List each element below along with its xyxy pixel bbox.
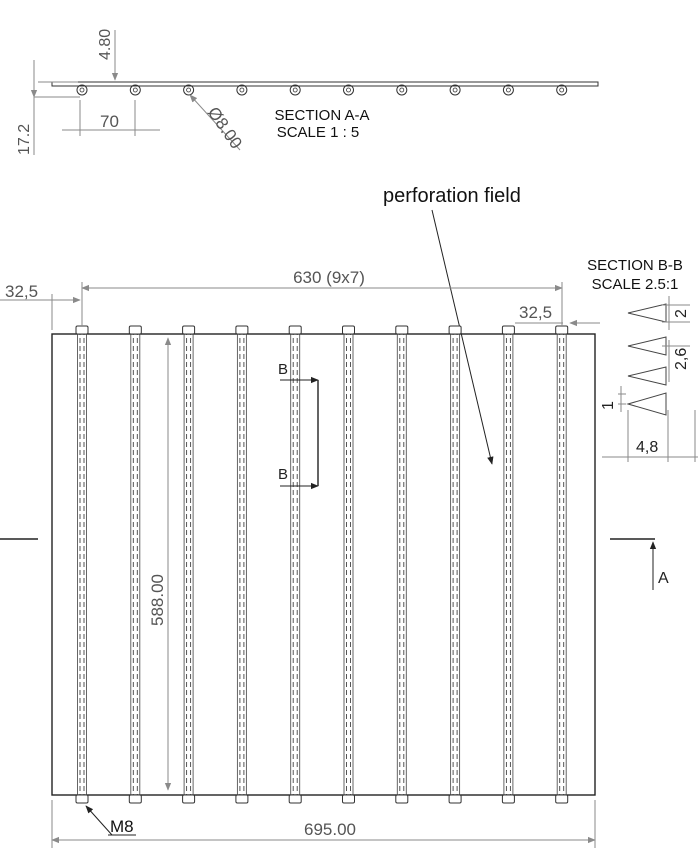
section-aa-bolt: [75, 84, 89, 96]
section-bb-slot: [627, 336, 667, 356]
section-bb-slot: [626, 392, 667, 416]
bolt-core: [239, 87, 245, 93]
bolt-circle: [76, 84, 88, 96]
plan-view: 32,5 630 (9x7) 32,5 588.00 695.00 M8 B B…: [0, 268, 669, 848]
section-aa-scale: SCALE 1 : 5: [277, 124, 360, 141]
bolt-head: [128, 325, 142, 335]
bolt-head: [288, 794, 302, 804]
bolt-core: [79, 87, 85, 93]
aa-thickness-value: 4.80: [97, 29, 114, 60]
bolt-core: [559, 87, 565, 93]
section-aa-title: SECTION A-A: [274, 107, 369, 124]
rib: [501, 325, 515, 804]
width-value: 695.00: [304, 820, 356, 839]
height-value: 588.00: [148, 574, 167, 626]
section-bb-slot: [627, 303, 667, 323]
bolt-circle: [449, 84, 461, 96]
bolt-circle: [502, 84, 514, 96]
bolt-core: [186, 87, 192, 93]
view-label-a: A: [658, 570, 669, 587]
rib: [555, 325, 569, 804]
bolt-head: [342, 794, 355, 804]
aa-diameter-leader: [189, 94, 241, 151]
section-aa-bolt: [288, 84, 303, 96]
left-offset-value: 32,5: [5, 282, 38, 301]
bolt-circle: [289, 84, 301, 96]
perforation-field-leader: [431, 209, 494, 465]
bb-top-value: 2: [673, 309, 690, 318]
bolt-circle: [129, 84, 141, 96]
bolt-head: [395, 794, 409, 804]
rib: [342, 325, 355, 804]
bolt-head: [182, 325, 196, 335]
section-aa-bolt: [341, 84, 356, 96]
aa-diameter-value: Ø8.00: [204, 103, 246, 152]
bolt-head: [555, 794, 569, 804]
bolt-head: [342, 325, 355, 335]
rib: [128, 325, 142, 804]
rib: [395, 325, 409, 804]
section-aa-plate: [51, 81, 599, 87]
section-aa-bolt: [128, 84, 143, 96]
thread-label: M8: [110, 817, 134, 836]
aa-spacing-value: 70: [100, 112, 119, 131]
rib: [288, 325, 302, 804]
thread-leader: [85, 805, 113, 836]
bolt-head: [182, 794, 196, 804]
bolt-core: [452, 87, 458, 93]
rib: [448, 325, 462, 804]
plate-outline: [51, 333, 596, 796]
bb-pitch-value: 2,6: [673, 348, 690, 370]
bolt-circle: [396, 84, 408, 96]
perforation-field-note: perforation field: [383, 185, 521, 207]
bb-gap-value: 1: [600, 401, 617, 410]
section-bb-profile: [626, 303, 667, 416]
cut-label-b-top: B: [278, 361, 288, 378]
bolt-core: [399, 87, 405, 93]
bolt-head: [235, 794, 249, 804]
section-bb-view: SECTION B-B SCALE 2.5:1 2 2,6 1 4,8: [587, 257, 698, 462]
aa-height-value: 17.2: [16, 124, 33, 155]
section-aa-bolt: [181, 84, 196, 96]
bolt-head: [501, 325, 515, 335]
bolt-head: [128, 794, 142, 804]
rib: [75, 325, 89, 804]
bolt-head: [555, 325, 569, 335]
bolt-head: [448, 325, 462, 335]
rib-group: [75, 325, 569, 804]
section-aa-bolt: [448, 84, 463, 96]
bolt-core: [132, 87, 138, 93]
right-offset-value: 32,5: [519, 303, 552, 322]
bolt-circle: [183, 84, 195, 96]
rib: [182, 325, 196, 804]
section-aa-view: 4.80 17.2 70 Ø8.00 SECTION A-A SCALE 1 :…: [16, 29, 599, 155]
bolt-circle: [236, 84, 248, 96]
bolt-core: [292, 87, 298, 93]
section-aa-bolt: [234, 84, 249, 96]
bolt-head: [501, 794, 515, 804]
cut-label-b-bottom: B: [278, 466, 288, 483]
rib: [235, 325, 249, 804]
section-aa-bolt: [394, 84, 409, 96]
section-bb-scale: SCALE 2.5:1: [592, 276, 679, 293]
section-aa-bolt: [554, 84, 569, 96]
bolt-head: [288, 325, 302, 335]
bolt-head: [448, 794, 462, 804]
bolt-head: [75, 325, 89, 335]
bolt-circle: [556, 84, 568, 96]
section-aa-bolts: [75, 84, 569, 96]
bolt-circle: [343, 84, 354, 96]
section-bb-title: SECTION B-B: [587, 257, 683, 274]
bb-width-value: 4,8: [636, 439, 658, 456]
section-bb-slot: [627, 366, 667, 386]
rib-span-value: 630 (9x7): [293, 268, 365, 287]
bolt-head: [75, 794, 89, 804]
bolt-head: [235, 325, 249, 335]
bolt-core: [346, 87, 351, 93]
section-aa-bolt: [501, 84, 516, 96]
bolt-core: [505, 87, 511, 93]
bolt-head: [395, 325, 409, 335]
